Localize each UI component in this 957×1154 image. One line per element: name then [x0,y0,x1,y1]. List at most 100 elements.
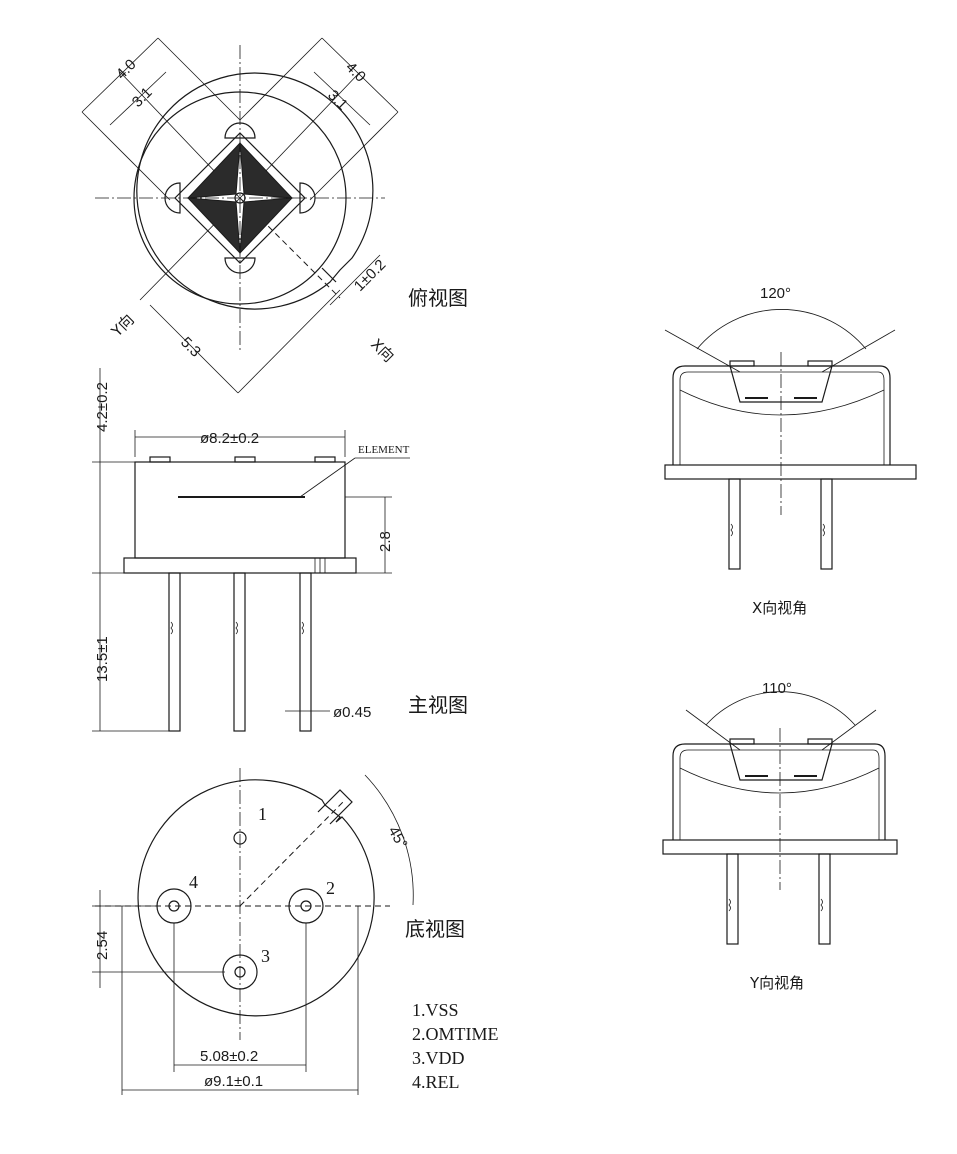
x-view-lead-l [728,478,741,570]
x-view-lead-r [820,478,833,570]
y-view-window-curve [679,767,880,794]
bottom-view-pin-4-label: 4 [189,872,198,892]
top-view-bump-left [164,182,181,214]
front-view-lead-2 [233,572,246,732]
x-view-cap-inner [679,371,885,465]
bottom-view-pin-3 [234,966,246,978]
top-view-bump-top [224,122,256,139]
front-view: ø8.2±0.2 ELEMENT 4.2±0.2 13.5±1 2.8 ø0.4… [92,368,468,732]
x-view-fov-r [821,329,896,373]
top-view-ext-1 [81,111,171,201]
y-view-fov-l [685,709,741,751]
y-view-angle-value: 110° [762,680,792,697]
top-view-element-center [234,192,246,204]
top-view-dim-right-outer: 4.0 [342,59,369,86]
pin-list: 1.VSS 2.OMTIME 3.VDD 4.REL [412,1000,499,1092]
bottom-view-angle-arc [364,774,414,906]
y-view-lead-r [818,853,831,945]
y-view-break-r [820,898,823,912]
top-view-title: 俯视图 [408,286,468,310]
front-view-cap-bump-3 [314,456,336,463]
top-view-ext-4 [309,111,399,201]
front-view-cap-bump-1 [149,456,171,463]
top-view-dim-left-inner: 3.1 [129,84,156,111]
bottom-view-pin-4 [168,900,180,912]
y-view-bump-l [729,738,755,745]
top-view-outer-outline [136,72,374,310]
x-view-fov-arc [696,309,867,350]
front-view-break-1 [170,621,173,635]
front-view-flange [123,557,357,574]
x-view-angle-value: 120° [760,285,791,302]
top-view-dim-diag-line [149,304,239,394]
y-view-fov-arc [705,691,856,726]
top-view: 4.0 3.1 4.0 3.1 1±0.2 5.3 Y向 X向 俯视图 [81,37,468,394]
front-view-dim-lead-length: 13.5±1 [94,636,111,682]
bottom-view-dim-spacing: 5.08±0.2 [200,1048,258,1065]
top-view-bump-bottom [224,257,256,274]
front-view-dim-lead-dia: ø0.45 [333,704,371,721]
x-view-caption: X向视角 [752,599,807,617]
x-view-cap [672,365,891,465]
front-view-break-2 [235,621,238,635]
top-view-tab-line [321,267,337,283]
top-view-bump-right [299,182,316,214]
pin-list-item-2: 2.OMTIME [412,1024,499,1044]
top-view-dim-diag: 5.3 [177,334,204,361]
y-view-angle: 110° Y向视角 [662,680,898,992]
bottom-view-dim-outer: ø9.1±0.1 [204,1073,263,1090]
bottom-view-outline [137,779,375,1017]
bottom-view: 1 2 3 4 45° 2.54 5.08±0.2 ø9.1±0.1 底视图 [92,768,465,1095]
x-view-bump-l [729,360,755,367]
top-view-dim-right-inner-line [313,71,371,126]
top-view-ext-2 [157,37,241,121]
top-view-dim-right-inner: 3.1 [324,87,351,114]
front-view-dim-cap-height: 4.2±0.2 [94,382,111,432]
y-view-cap-inner [679,749,880,840]
y-view-break-l [728,898,731,912]
top-view-dim-diag-ext [237,289,341,394]
bottom-view-pin-1 [233,831,247,845]
pin-list-item-1: 1.VSS [412,1000,459,1020]
bottom-view-pin-3-label: 3 [261,946,270,966]
top-view-x-direction: X向 [367,335,398,366]
top-view-ext-3 [239,37,323,121]
pin-list-item-4: 4.REL [412,1072,460,1092]
y-view-window [729,743,833,781]
top-view-window-circle [133,91,347,305]
bottom-view-dim-pitch: 2.54 [94,931,111,960]
front-view-lead-3 [299,572,312,732]
front-view-element-leader [299,457,356,498]
top-view-y-direction: Y向 [107,311,138,342]
front-view-cap [134,461,346,559]
front-view-lead-1 [168,572,181,732]
top-view-element-quadrant-tl [186,141,241,199]
bottom-view-pin-2 [300,900,312,912]
x-view-flange [664,464,917,480]
top-view-element-quadrant-bl [186,197,241,255]
y-view-fov-r [821,709,877,751]
y-view-bump-r [807,738,833,745]
x-view-fov-l [664,329,741,373]
front-view-element-label: ELEMENT [358,444,410,456]
top-view-element-quadrant-br [239,197,294,255]
front-view-dim-diameter: ø8.2±0.2 [200,430,259,447]
x-view-break-l [730,523,733,537]
front-view-cap-bump-2 [234,456,256,463]
bottom-view-pin-2-label: 2 [326,878,335,898]
front-view-title: 主视图 [408,693,468,717]
top-view-dim-left-inner-line [109,71,167,126]
bottom-view-pin-1-label: 1 [258,804,267,824]
top-view-element-quadrant-tr [239,141,294,199]
y-view-caption: Y向视角 [749,974,804,992]
x-view-bump-r [807,360,833,367]
x-view-angle: 120° X向视角 [664,285,917,617]
top-view-dim-slot: 1±0.2 [351,256,389,294]
y-view-lead-l [726,853,739,945]
y-view-cap [672,743,886,840]
front-view-dim-flange: 2.8 [377,531,394,552]
pin-list-item-3: 3.VDD [412,1048,465,1068]
bottom-view-tab [317,789,353,825]
bottom-view-angle-line [239,799,346,907]
